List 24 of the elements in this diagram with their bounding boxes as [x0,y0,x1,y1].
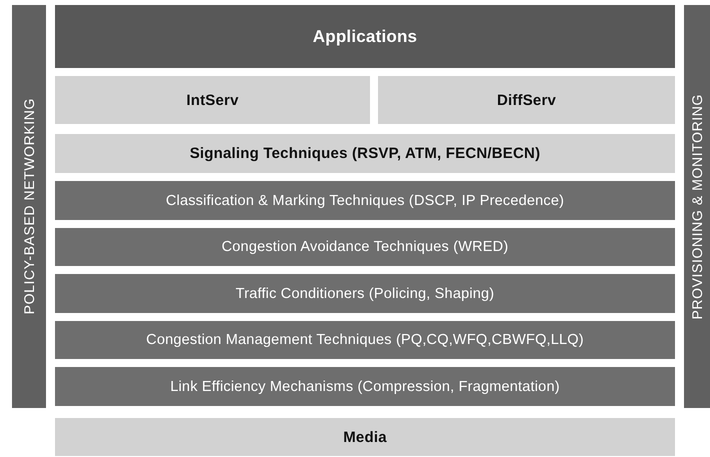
layer-label: DiffServ [496,92,556,108]
layer-label: PROVISIONING & MONITORING [689,94,705,320]
layer-label: Traffic Conditioners (Policing, Shaping) [236,286,494,302]
layer-label: Media [343,428,387,446]
layer-label: Classification & Marking Techniques (DSCP, IP Precedence) [166,192,564,208]
layer-label: Link Efficiency Mechanisms (Compression, Fragmentation) [170,378,560,394]
layer-box [55,76,370,124]
layer-box [55,5,675,68]
layer-label: Signaling Techniques (RSVP, ATM, FECN/BECN) [190,145,540,162]
layer-box [55,181,675,220]
layer-box [12,5,46,408]
layer-label: Congestion Management Techniques (PQ,CQ,WFQ,CBWFQ,LLQ) [146,332,584,348]
layer-box [378,76,675,124]
layer-label: IntServ [186,92,239,108]
layer-box [55,367,675,406]
layer-box [684,5,710,408]
layer-box [55,321,675,359]
layer-box [55,418,675,456]
layer-label: Applications [312,26,418,46]
layer-label: POLICY-BASED NETWORKING [21,98,37,315]
layer-label: Congestion Avoidance Techniques (WRED) [222,239,508,255]
layer-box [55,228,675,266]
layer-box [55,134,675,173]
layer-box [55,274,675,313]
